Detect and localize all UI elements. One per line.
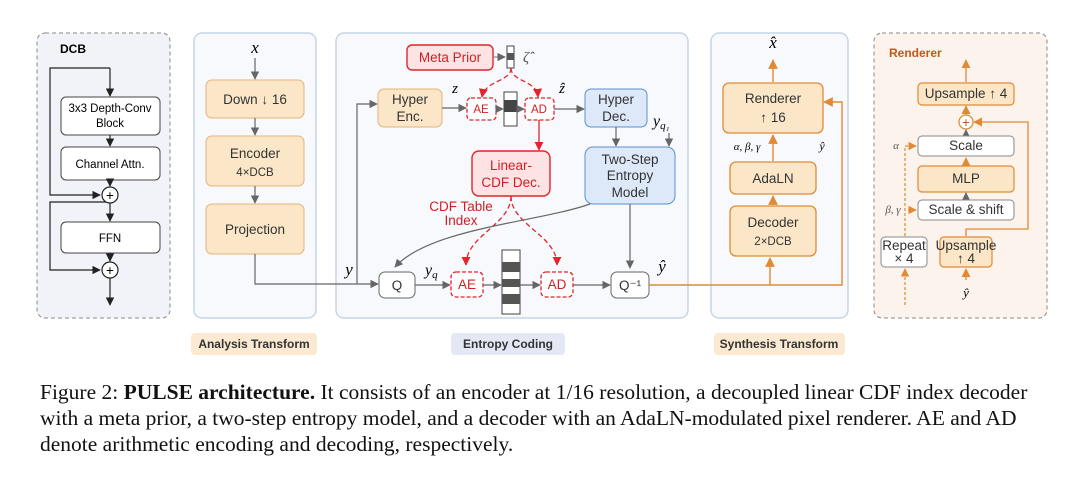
depth-conv-label-1: 3x3 Depth-Conv — [68, 103, 151, 115]
z-hat-label: ẑ — [558, 81, 565, 97]
scale-block — [917, 135, 1015, 157]
beta-gamma-label: β, γ — [884, 204, 901, 216]
yq1-label: yq₁ — [651, 113, 670, 132]
scale-shift-label: Scale & shift — [928, 202, 1003, 217]
dcb-residual-1 — [49, 67, 110, 200]
dcb-residual-2 — [49, 201, 110, 275]
mlp-label: MLP — [952, 171, 980, 186]
two-step-label-1: Two-Step — [601, 152, 658, 167]
renderer-panel: Renderer Upsample ↑ 4 + Scale α MLP Scal… — [873, 32, 1048, 319]
scale-label: Scale — [949, 138, 983, 153]
hyper-ad-label: AD — [531, 104, 547, 116]
analysis-label: Analysis Transform — [198, 337, 309, 351]
hyper-dec-label-1: Hyper — [598, 92, 635, 107]
architecture-diagram: DCB 3x3 Depth-Conv Block Channel Attn. +… — [36, 32, 1048, 355]
two-step-label-2: Entropy — [607, 168, 654, 183]
quantizer-label: Q — [392, 278, 403, 293]
renderer-label-1: Renderer — [745, 91, 802, 106]
renderer-y-hat-label: ŷ — [961, 285, 969, 300]
entropy-label-badge — [451, 333, 565, 355]
dcb-panel: DCB 3x3 Depth-Conv Block Channel Attn. +… — [36, 32, 171, 319]
mlp-block — [917, 165, 1015, 193]
upsample-bottom-label-2: ↑ 4 — [957, 251, 976, 266]
projection-label: Projection — [225, 222, 285, 237]
synthesis-label: Synthesis Transform — [720, 337, 839, 351]
renderer-add — [958, 114, 974, 130]
synthesis-panel: x̂ Renderer ↑ 16 α, β, γ ŷ AdaLN Decoder… — [649, 32, 849, 355]
caption-prefix: Figure 2: — [40, 380, 124, 404]
entropy-label: Entropy Coding — [463, 337, 553, 351]
figure-caption: Figure 2: PULSE architecture. It consist… — [40, 379, 1050, 457]
synth-y-hat-label: ŷ — [818, 139, 825, 153]
upsample-bottom-block — [939, 236, 993, 268]
dequantizer-label: Q⁻¹ — [619, 278, 642, 293]
depth-conv-label-2: Block — [96, 118, 124, 130]
main-ad-label: AD — [548, 277, 567, 292]
two-step-label-3: Model — [612, 185, 649, 200]
decoder-sub-label: 2×DCB — [754, 236, 792, 248]
renderer-title: Renderer — [889, 46, 942, 60]
scale-shift-block — [917, 199, 1015, 221]
entropy-panel: y Hyper Enc. z Meta Prior ζ̂ AE AD ẑ Hyp… — [254, 32, 689, 355]
repeat-block — [880, 236, 928, 268]
repeat-label-1: Repeat — [882, 238, 926, 253]
dcb-plus-1: + — [106, 188, 114, 203]
analysis-label-badge — [191, 333, 317, 355]
hyper-ae-label: AE — [473, 104, 489, 116]
down-label: Down ↓ 16 — [223, 92, 287, 107]
hyper-enc-label-2: Enc. — [396, 109, 423, 124]
cdf-index-label-2: Index — [444, 213, 477, 228]
main-ae-label: AE — [458, 277, 476, 292]
dcb-title: DCB — [60, 42, 86, 56]
z-label: z — [451, 81, 458, 97]
alpha-label: α — [893, 140, 899, 152]
yq-label: yq — [423, 262, 438, 281]
x-hat-label: x̂ — [768, 33, 777, 52]
input-x-label: x — [250, 38, 259, 57]
hyper-enc-label-1: Hyper — [392, 92, 429, 107]
repeat-label-2: × 4 — [894, 251, 914, 266]
linear-cdf-label-1: Linear- — [490, 158, 532, 173]
abg-label: α, β, γ — [734, 141, 761, 153]
channel-attn-label: Channel Attn. — [75, 159, 144, 171]
adaln-block — [729, 161, 817, 195]
linear-cdf-label-2: CDF Dec. — [481, 175, 540, 190]
y-label: y — [343, 260, 353, 279]
hyper-dec-label-2: Dec. — [602, 109, 630, 124]
ffn-label: FFN — [99, 233, 121, 245]
dcb-plus-2: + — [106, 263, 114, 278]
upsample-bottom-label-1: Upsample — [936, 238, 997, 253]
synthesis-label-badge — [714, 333, 845, 355]
meta-prior-label: Meta Prior — [419, 50, 482, 65]
renderer-plus: + — [962, 115, 970, 130]
analysis-panel: x Down ↓ 16 Encoder 4×DCB Projection Ana… — [191, 32, 317, 355]
hyper-ae-block — [466, 97, 497, 121]
decoder-label: Decoder — [747, 215, 799, 230]
decoder-block — [729, 205, 817, 257]
caption-text: It consists of an encoder at 1/16 resolu… — [40, 380, 1028, 456]
upsample-top-label: Upsample ↑ 4 — [925, 86, 1008, 101]
y-hat-label: ŷ — [656, 257, 666, 276]
encoder-label: Encoder — [230, 146, 281, 161]
cdf-index-label-1: CDF Table — [429, 199, 493, 214]
renderer-block — [722, 82, 824, 134]
encoder-sub-label: 4×DCB — [236, 167, 274, 179]
caption-bold: PULSE architecture. — [123, 380, 316, 404]
adaln-label: AdaLN — [752, 171, 793, 186]
upsample-top-block — [917, 82, 1015, 106]
renderer-label-2: ↑ 16 — [760, 110, 786, 125]
